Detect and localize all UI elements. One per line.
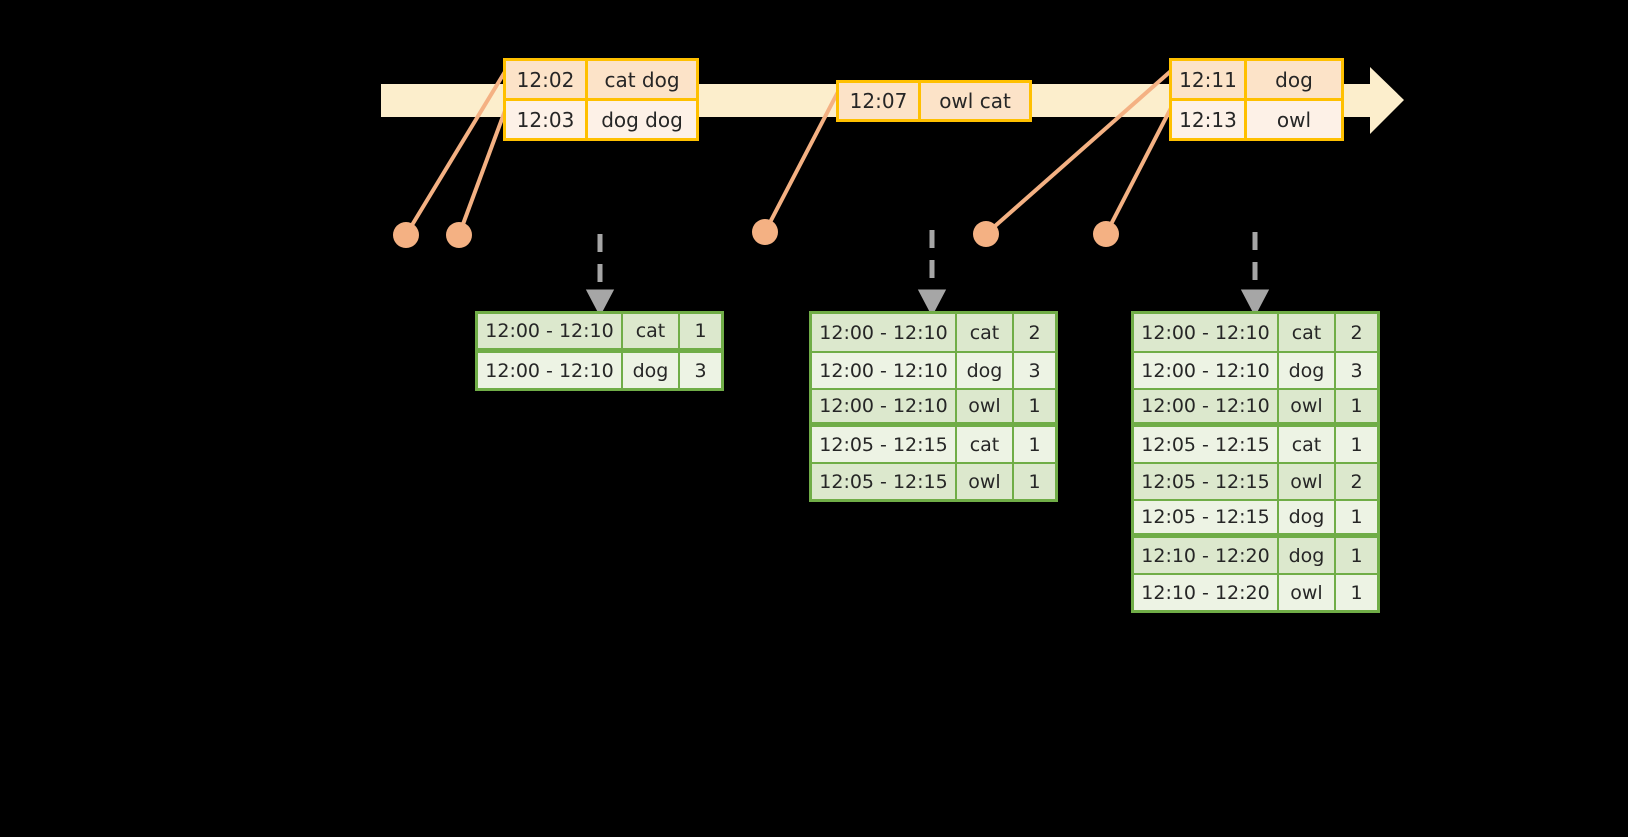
window-cell: 12:00 - 12:10: [1134, 390, 1279, 422]
event-row: 12:13 owl: [1172, 98, 1341, 138]
stream-dot-2: [446, 222, 472, 248]
window-cell: 12:05 - 12:15: [1134, 464, 1279, 499]
event-time: 12:11: [1172, 61, 1247, 98]
count-cell: 1: [1028, 433, 1041, 456]
count-cell: 1: [1350, 544, 1363, 567]
count-cell: 3: [1350, 359, 1363, 382]
table-row: 12:10 - 12:20 dog 1: [1134, 536, 1377, 573]
table-row: 12:00 - 12:10 dog 3: [812, 351, 1055, 388]
connector-line-2: [457, 107, 508, 236]
count-cell: 2: [1350, 470, 1363, 493]
count-cell: 2: [1350, 321, 1363, 344]
window-cell: 12:00 - 12:10: [1134, 314, 1279, 351]
table-row: 12:00 - 12:10 cat 2: [1134, 314, 1377, 351]
window-cell: 12:10 - 12:20: [1134, 575, 1279, 610]
result-table-3[interactable]: 12:00 - 12:10 cat 2 12:00 - 12:10 dog 3 …: [1131, 311, 1380, 613]
stream-dot-4: [973, 221, 999, 247]
table-row: 12:00 - 12:10 dog 3: [478, 351, 721, 388]
dashed-arrow-2-head: [917, 289, 947, 317]
event-time: 12:07: [839, 83, 921, 119]
dashed-arrow-3-head: [1240, 289, 1270, 317]
word-cell: dog: [1279, 501, 1336, 533]
count-cell: 1: [1350, 395, 1363, 417]
count-cell: 1: [1350, 581, 1363, 604]
dashed-arrow-1-head: [585, 289, 615, 317]
table-row: 12:05 - 12:15 cat 1: [812, 425, 1055, 462]
event-words: dog: [1247, 61, 1341, 98]
count-cell: 1: [1028, 395, 1041, 417]
event-words: cat dog: [588, 61, 696, 98]
word-cell: dog: [623, 353, 680, 388]
stream-dot-1: [393, 222, 419, 248]
table-row: 12:00 - 12:10 cat 1: [478, 314, 721, 351]
window-cell: 12:00 - 12:10: [812, 353, 957, 388]
event-row: 12:03 dog dog: [506, 98, 696, 138]
event-box-1[interactable]: 12:02 cat dog 12:03 dog dog: [503, 58, 699, 141]
word-cell: dog: [1279, 353, 1336, 388]
table-row: 12:00 - 12:10 owl 1: [812, 388, 1055, 425]
window-cell: 12:00 - 12:10: [478, 353, 623, 388]
count-cell: 3: [694, 359, 707, 382]
event-words: dog dog: [588, 101, 696, 138]
word-cell: dog: [1279, 538, 1336, 573]
window-cell: 12:05 - 12:15: [1134, 501, 1279, 533]
table-row: 12:00 - 12:10 owl 1: [1134, 388, 1377, 425]
window-cell: 12:00 - 12:10: [812, 314, 957, 351]
word-cell: cat: [1279, 314, 1336, 351]
timeline-arrowhead: [1370, 67, 1404, 134]
count-cell: 1: [1350, 433, 1363, 456]
table-row: 12:10 - 12:20 owl 1: [1134, 573, 1377, 610]
count-cell: 3: [1028, 359, 1041, 382]
event-row: 12:11 dog: [1172, 61, 1341, 98]
word-cell: owl: [1279, 464, 1336, 499]
word-cell: owl: [1279, 575, 1336, 610]
table-row: 12:05 - 12:15 cat 1: [1134, 425, 1377, 462]
result-table-1[interactable]: 12:00 - 12:10 cat 1 12:00 - 12:10 dog 3: [475, 311, 724, 391]
word-cell: owl: [957, 464, 1014, 499]
word-cell: cat: [957, 314, 1014, 351]
event-words: owl: [1247, 101, 1341, 138]
table-row: 12:00 - 12:10 cat 2: [812, 314, 1055, 351]
count-cell: 1: [1350, 506, 1363, 528]
window-cell: 12:05 - 12:15: [812, 427, 957, 462]
count-cell: 2: [1028, 321, 1041, 344]
event-box-3[interactable]: 12:11 dog 12:13 owl: [1169, 58, 1344, 141]
word-cell: dog: [957, 353, 1014, 388]
table-row: 12:05 - 12:15 dog 1: [1134, 499, 1377, 536]
count-cell: 1: [694, 320, 707, 342]
event-time: 12:13: [1172, 101, 1247, 138]
window-cell: 12:05 - 12:15: [1134, 427, 1279, 462]
table-row: 12:00 - 12:10 dog 3: [1134, 351, 1377, 388]
result-table-2[interactable]: 12:00 - 12:10 cat 2 12:00 - 12:10 dog 3 …: [809, 311, 1058, 502]
word-cell: owl: [957, 390, 1014, 422]
stream-dot-5: [1093, 221, 1119, 247]
event-row: 12:02 cat dog: [506, 61, 696, 98]
event-time: 12:03: [506, 101, 588, 138]
window-cell: 12:10 - 12:20: [1134, 538, 1279, 573]
table-row: 12:05 - 12:15 owl 1: [812, 462, 1055, 499]
window-cell: 12:00 - 12:10: [1134, 353, 1279, 388]
word-cell: cat: [1279, 427, 1336, 462]
connector-line-5: [1104, 105, 1174, 235]
window-cell: 12:00 - 12:10: [812, 390, 957, 422]
table-row: 12:05 - 12:15 owl 2: [1134, 462, 1377, 499]
word-cell: cat: [623, 314, 680, 348]
event-time: 12:02: [506, 61, 588, 98]
stream-dot-3: [752, 219, 778, 245]
event-words: owl cat: [921, 83, 1029, 119]
word-cell: owl: [1279, 390, 1336, 422]
window-cell: 12:00 - 12:10: [478, 314, 623, 348]
event-row: 12:07 owl cat: [839, 83, 1029, 119]
word-cell: cat: [957, 427, 1014, 462]
event-box-2[interactable]: 12:07 owl cat: [836, 80, 1032, 122]
count-cell: 1: [1028, 470, 1041, 493]
window-cell: 12:05 - 12:15: [812, 464, 957, 499]
